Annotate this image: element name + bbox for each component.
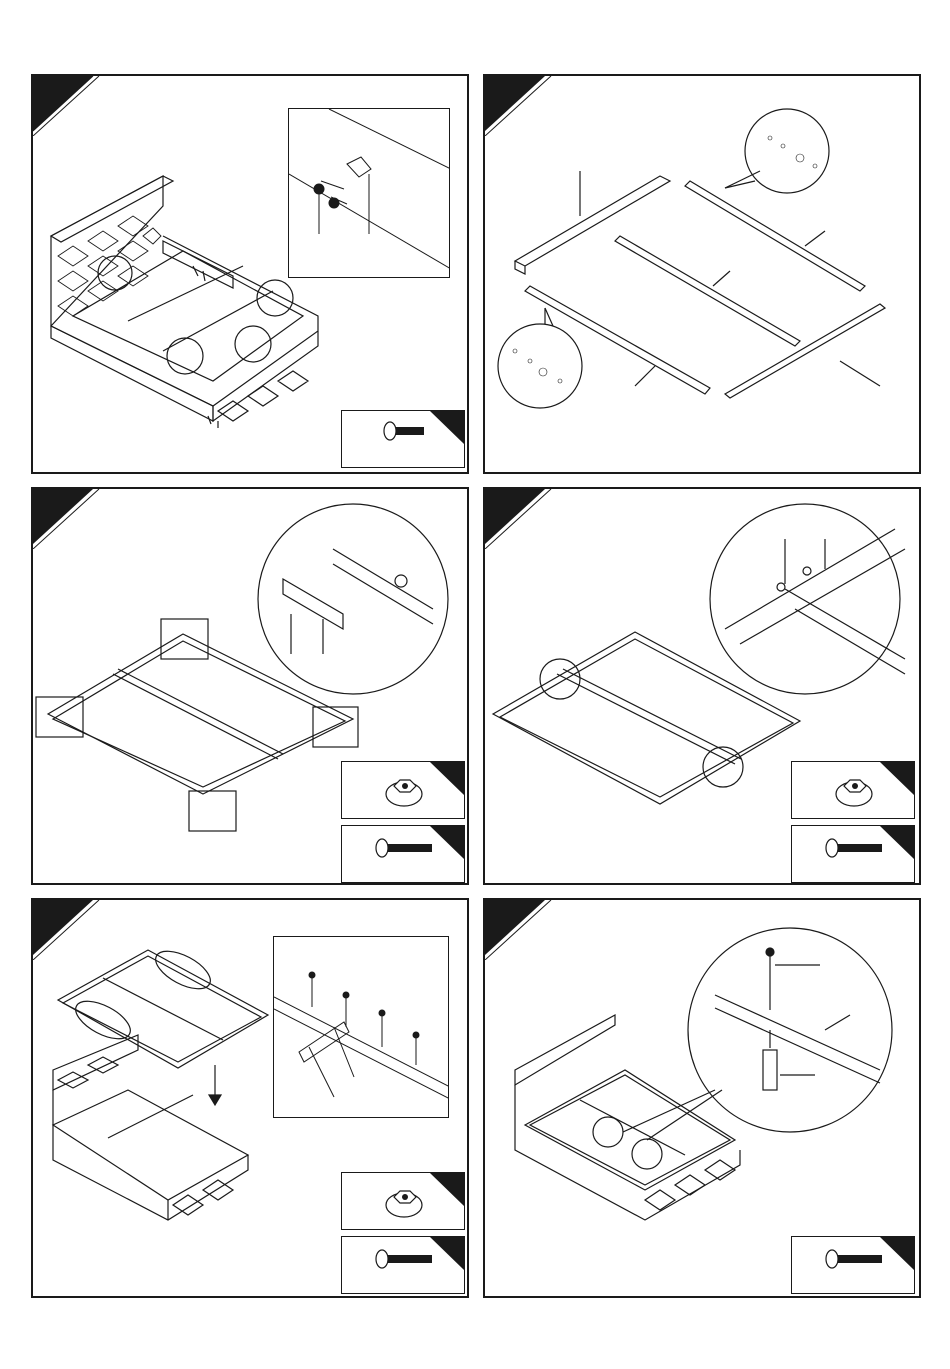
step-1-hardware-box (341, 410, 465, 468)
nut-icon (386, 780, 422, 806)
step-4-nut-box (791, 761, 915, 819)
step-3-nut-box (341, 761, 465, 819)
step-4-bolt-box (791, 825, 915, 883)
step-6-panel (483, 898, 921, 1298)
step-5-detail-view (273, 936, 449, 1118)
nut-icon (386, 1191, 422, 1217)
step-3-bolt-box (341, 825, 465, 883)
bolt-icon (826, 1250, 882, 1268)
nut-icon (836, 780, 872, 806)
step-6-bolt-box (791, 1236, 915, 1294)
step-4-panel (483, 487, 921, 885)
bolt-icon (376, 1250, 432, 1268)
step-2-panel (483, 74, 921, 474)
step-5-bolt-box (341, 1236, 465, 1294)
bolt-icon (384, 422, 424, 440)
bolt-icon (376, 839, 432, 857)
frame-rails-exploded-illustration (485, 76, 921, 474)
step-1-panel (31, 74, 469, 474)
bolt-icon (826, 839, 882, 857)
step-5-nut-box (341, 1172, 465, 1230)
step-1-detail-view (288, 108, 450, 278)
step-3-panel (31, 487, 469, 885)
step-5-panel (31, 898, 469, 1298)
